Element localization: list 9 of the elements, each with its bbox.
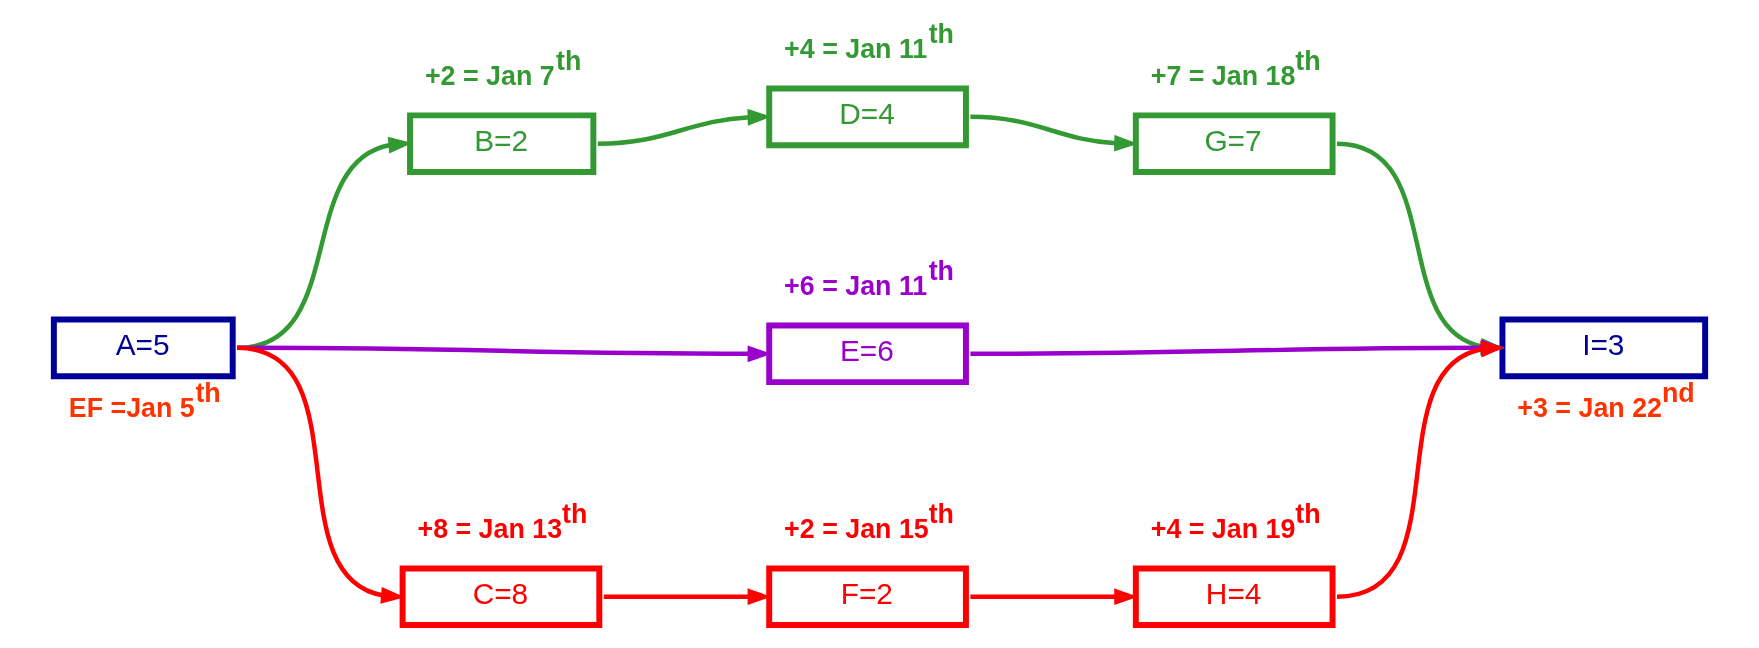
node-box: F=2 xyxy=(766,565,969,628)
node-box: A=5 xyxy=(50,316,236,380)
node-box: B=2 xyxy=(407,112,597,175)
node-box: I=3 xyxy=(1499,316,1709,380)
node-box: G=7 xyxy=(1132,112,1336,175)
node-box: H=4 xyxy=(1132,565,1336,628)
node-box: C=8 xyxy=(399,565,603,628)
node-box: E=6 xyxy=(766,322,969,386)
node-box: D=4 xyxy=(766,85,969,149)
